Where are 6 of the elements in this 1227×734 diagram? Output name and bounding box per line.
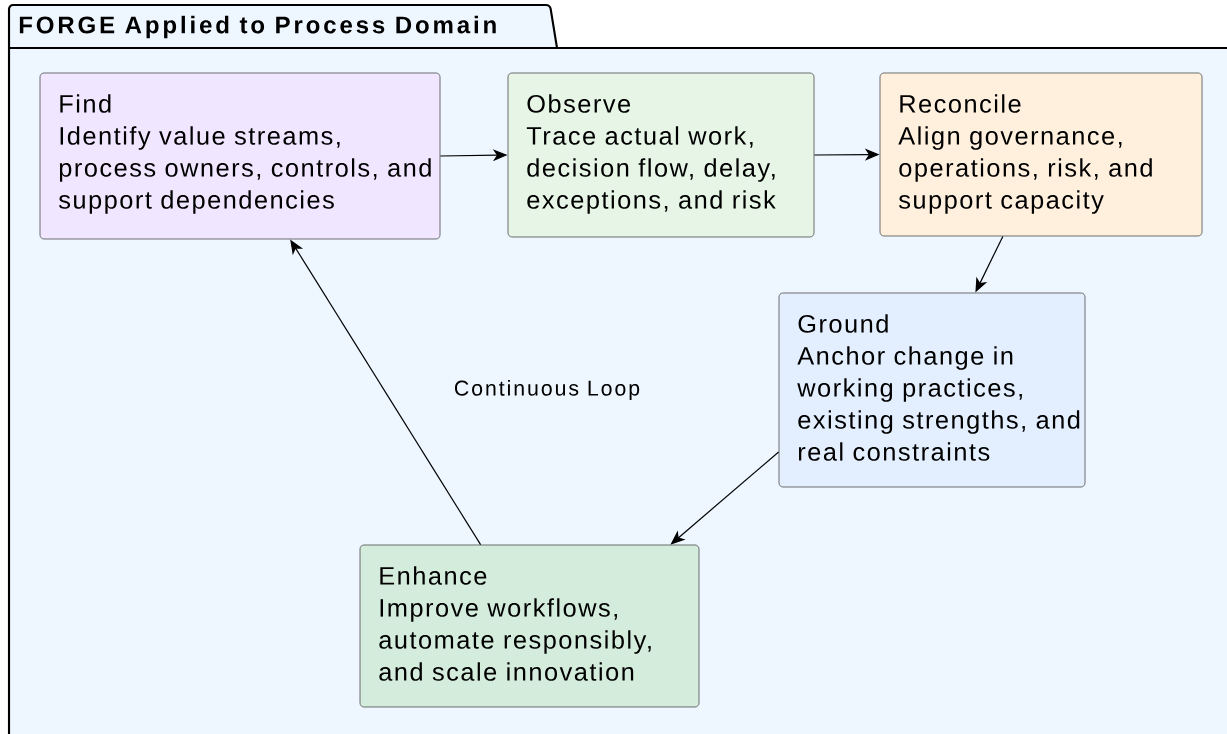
step-box: Enhance Improve workflows, automate responsibly, and scale innovation [359, 544, 700, 708]
step-box: Find Identify value streams, process owners, controls, and support dependencies [39, 72, 441, 240]
step-box: Reconcile Align governance, operations, risk, and support capacity [879, 72, 1203, 237]
step-box: Observe Trace actual work, decision flow, delay, exceptions, and risk [507, 72, 815, 238]
loop-label: Continuous Loop [454, 380, 640, 400]
step-box: Ground Anchor change in working practices, existing strengths, and real constraints [778, 292, 1086, 488]
